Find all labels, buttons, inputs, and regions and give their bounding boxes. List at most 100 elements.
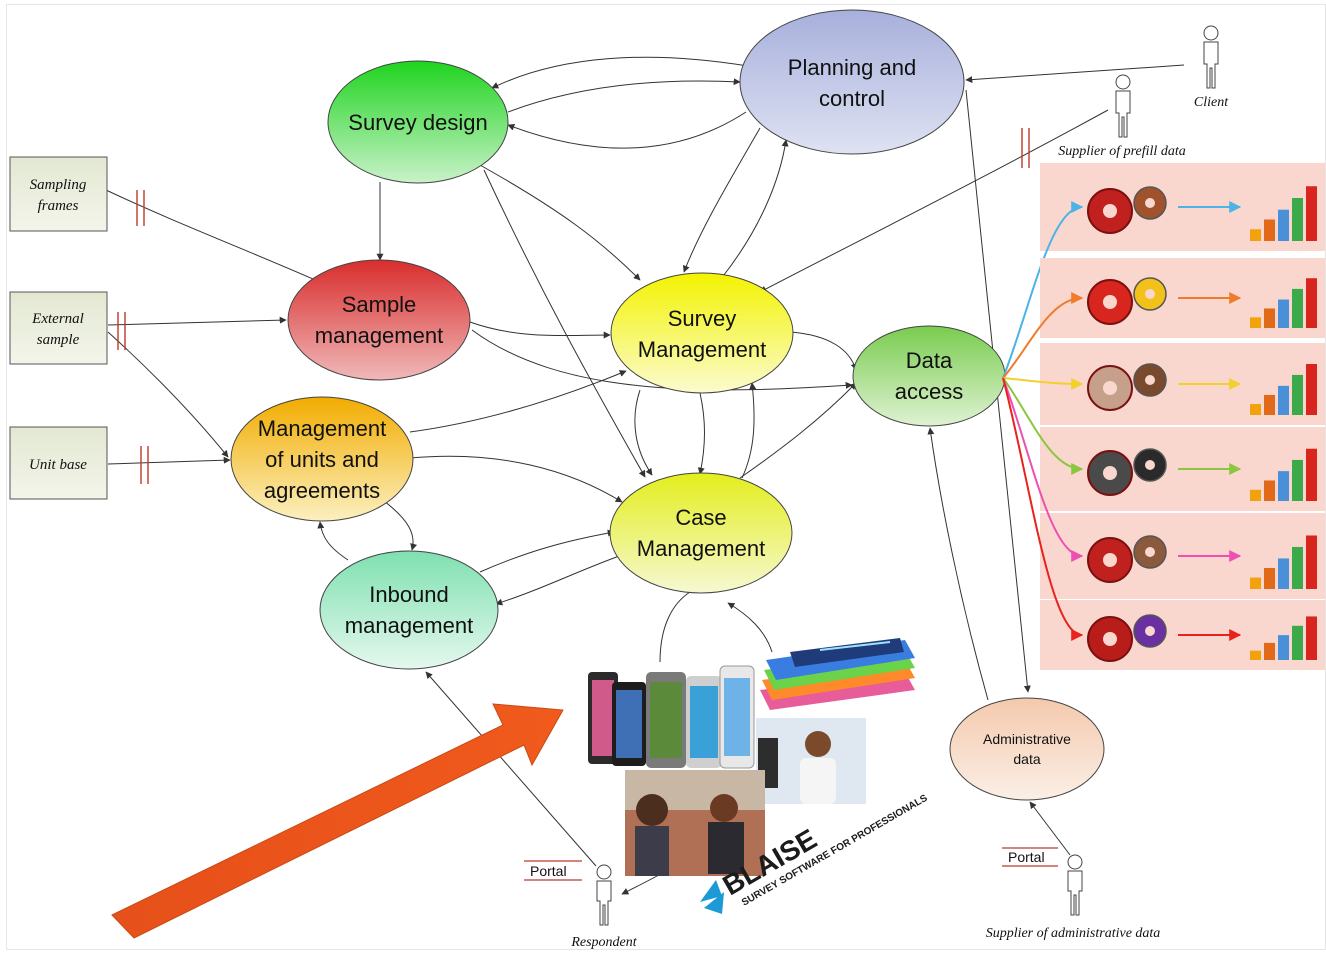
chart-bar-icon — [1292, 288, 1303, 328]
node-label: Management — [638, 337, 766, 362]
node-planning-control[interactable]: Planning and control — [739, 9, 965, 155]
fan-arrow — [1002, 377, 1084, 562]
node-label: management — [345, 613, 473, 638]
tablets-image — [760, 638, 915, 710]
source-label: Sampling — [30, 177, 87, 193]
chart-bar-icon — [1306, 535, 1317, 589]
call-center-photo — [756, 718, 866, 804]
output-row — [1040, 513, 1326, 599]
chart-bar-icon — [1250, 229, 1261, 241]
chart-bar-icon — [1250, 317, 1261, 328]
node-label: management — [315, 323, 443, 348]
gear-hole-icon — [1103, 204, 1117, 218]
gear-hole-icon — [1145, 460, 1155, 470]
actor-client-icon — [1203, 25, 1219, 89]
chart-bar-icon — [1250, 577, 1261, 589]
node-label: Case — [675, 505, 726, 530]
chart-bar-icon — [1306, 616, 1317, 660]
node-label: Data — [906, 348, 953, 373]
node-sample-management[interactable]: Sample management — [287, 259, 471, 381]
actor-prefill-label: Supplier of prefill data — [1058, 144, 1185, 159]
actor-client-label: Client — [1194, 95, 1229, 110]
output-row — [1040, 163, 1326, 251]
actor-admin-supplier-icon — [1067, 854, 1083, 916]
actor-admin-supplier-label: Supplier of administrative data — [986, 926, 1161, 941]
output-row — [1040, 600, 1326, 670]
node-label: Inbound — [369, 582, 449, 607]
chart-bar-icon — [1278, 385, 1289, 415]
gear-hole-icon — [1103, 466, 1117, 480]
fan-arrow — [1002, 377, 1084, 641]
node-label: Sample — [342, 292, 417, 317]
node-administrative-data[interactable]: Administrative data — [949, 697, 1105, 801]
gear-hole-icon — [1103, 295, 1117, 309]
node-survey-management[interactable]: Survey Management — [610, 272, 794, 394]
gear-hole-icon — [1103, 381, 1117, 395]
chart-bar-icon — [1292, 625, 1303, 660]
chart-bar-icon — [1264, 567, 1275, 589]
outputs-panel — [1002, 163, 1326, 670]
gear-hole-icon — [1145, 626, 1155, 636]
source-sampling-frames[interactable]: Sampling frames — [9, 156, 108, 232]
fan-arrow — [1002, 377, 1084, 475]
source-label: Unit base — [29, 457, 87, 473]
actor-respondent-label: Respondent — [570, 935, 637, 950]
chart-bar-icon — [1292, 197, 1303, 241]
node-label: agreements — [264, 478, 380, 503]
gear-hole-icon — [1145, 547, 1155, 557]
mobile-devices-image — [588, 665, 755, 769]
node-label: Management — [258, 416, 386, 441]
source-label: frames — [38, 198, 79, 214]
gear-hole-icon — [1145, 198, 1155, 208]
node-management-of-units[interactable]: Management of units and agreements — [230, 396, 414, 522]
chart-bar-icon — [1292, 459, 1303, 501]
output-row — [1040, 343, 1326, 425]
chart-bar-icon — [1264, 394, 1275, 415]
portal-respondent[interactable]: Portal — [524, 860, 582, 881]
gear-hole-icon — [1103, 553, 1117, 567]
node-label: Survey design — [348, 110, 487, 135]
node-label: Administrative — [983, 731, 1071, 747]
chart-bar-icon — [1250, 489, 1261, 501]
chart-bar-icon — [1278, 299, 1289, 328]
source-label: External — [31, 311, 84, 327]
source-unit-base[interactable]: Unit base — [9, 426, 108, 500]
fan-arrow — [1002, 292, 1084, 379]
connector-lines — [105, 56, 1185, 895]
chart-bar-icon — [1264, 308, 1275, 328]
diagram-frame — [6, 4, 1326, 950]
chart-bar-icon — [1306, 278, 1317, 328]
source-external-sample[interactable]: External sample — [9, 291, 108, 365]
gear-hole-icon — [1103, 632, 1117, 646]
node-label: Management — [637, 536, 765, 561]
node-survey-design[interactable]: Survey design — [327, 60, 509, 184]
output-row — [1040, 427, 1326, 511]
chart-bar-icon — [1278, 635, 1289, 660]
chart-bar-icon — [1264, 480, 1275, 501]
source-label: sample — [37, 332, 80, 348]
node-inbound-management[interactable]: Inbound management — [319, 550, 499, 670]
portal-admin[interactable]: Portal — [1002, 847, 1058, 867]
actor-prefill-supplier-icon — [1115, 74, 1131, 138]
node-label: Survey — [668, 306, 736, 331]
fan-arrow — [1002, 377, 1084, 390]
chart-bar-icon — [1278, 558, 1289, 589]
chart-bar-icon — [1278, 471, 1289, 501]
interface-ticks — [117, 128, 1030, 484]
node-case-management[interactable]: Case Management — [609, 472, 793, 594]
chart-bar-icon — [1264, 219, 1275, 241]
chart-bar-icon — [1250, 404, 1261, 415]
chart-bar-icon — [1292, 374, 1303, 415]
node-data-access[interactable]: Data access — [852, 325, 1006, 427]
chart-bar-icon — [1306, 448, 1317, 501]
portal-label: Portal — [530, 863, 567, 879]
output-row — [1040, 258, 1326, 338]
chart-bar-icon — [1264, 642, 1275, 660]
node-label: data — [1013, 751, 1040, 767]
actor-respondent-icon — [596, 864, 612, 926]
chart-bar-icon — [1278, 209, 1289, 241]
gear-hole-icon — [1145, 375, 1155, 385]
portal-label: Portal — [1008, 849, 1045, 865]
